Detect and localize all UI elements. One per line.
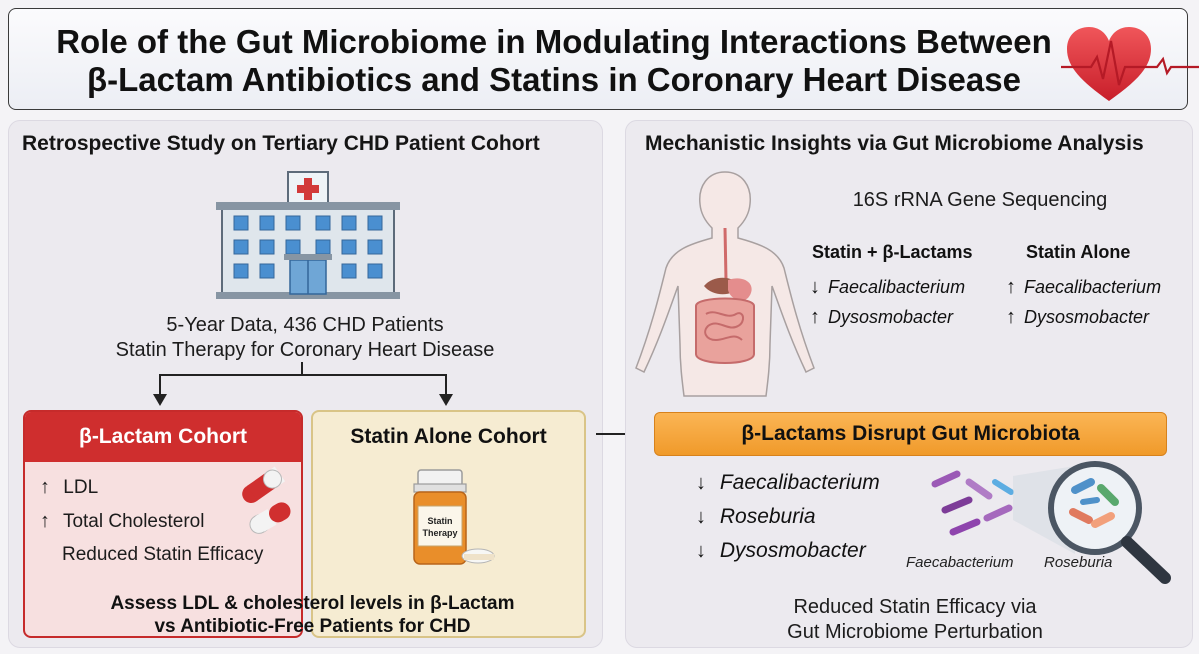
- down-arrow-icon: ↓: [696, 540, 706, 562]
- capsule-pills-icon: [242, 466, 291, 534]
- up-arrow-icon: ↑: [40, 476, 50, 498]
- down-arrow-icon: ↓: [810, 276, 820, 298]
- page-title: Role of the Gut Microbiome in Modulating…: [49, 23, 1059, 99]
- disrupt-microbiota-banner: β-Lactams Disrupt Gut Microbiota: [654, 412, 1167, 456]
- up-arrow-icon: ↑: [40, 510, 50, 532]
- heart-ecg-icon: [1061, 27, 1199, 101]
- up-arrow-icon: ↑: [1006, 276, 1016, 298]
- statin-alone-header: Statin Alone: [1026, 242, 1131, 262]
- beta-lactam-cohort-title: β-Lactam Cohort: [25, 412, 301, 462]
- ldl-increase-item: ↑ LDL: [40, 476, 99, 498]
- cholesterol-increase-item: ↑ Total Cholesterol: [40, 510, 205, 532]
- down-arrow-icon: ↓: [696, 506, 706, 528]
- magnifying-glass-bacteria-icon: [931, 461, 1171, 584]
- disrupted-dysosmobacter: ↓ Dysosmobacter: [696, 539, 866, 562]
- reduced-efficacy-item: Reduced Statin Efficacy: [62, 544, 264, 565]
- assessment-note: Assess LDL & cholesterol levels in β-Lac…: [40, 592, 585, 638]
- title-line-1: Role of the Gut Microbiome in Modulating…: [56, 23, 1052, 60]
- study-data-summary: 5-Year Data, 436 CHD Patients Statin The…: [100, 313, 510, 363]
- up-arrow-icon: ↑: [810, 306, 820, 328]
- assess-line-1: Assess LDL & cholesterol levels in β-Lac…: [110, 593, 515, 614]
- col2-dysosmobacter-increase: ↑Dysosmobacter: [1006, 306, 1150, 328]
- conclusion-text: Reduced Statin Efficacy via Gut Microbio…: [740, 595, 1090, 645]
- hospital-icon: [216, 171, 400, 299]
- disrupted-roseburia: ↓ Roseburia: [696, 505, 816, 528]
- magnifier-label-roseburia: Roseburia: [1044, 554, 1113, 571]
- study-therapy: Statin Therapy for Coronary Heart Diseas…: [115, 339, 495, 361]
- conclusion-line-1: Reduced Statin Efficacy via: [793, 596, 1037, 618]
- statin-plus-beta-lactams-header: Statin + β-Lactams: [812, 242, 973, 262]
- human-body-gut-icon: [635, 171, 815, 397]
- disrupted-faecalibacterium: ↓ Faecalibacterium: [696, 471, 880, 494]
- col1-faecalibacterium-decrease: ↓Faecalibacterium: [810, 276, 966, 298]
- bottle-label-therapy: Therapy: [422, 528, 457, 538]
- title-line-2: β-Lactam Antibiotics and Statins in Coro…: [87, 61, 1021, 98]
- col2-faecalibacterium-increase: ↑Faecalibacterium: [1006, 276, 1162, 298]
- statin-alone-cohort-title: Statin Alone Cohort: [350, 425, 547, 448]
- bottle-label-statin: Statin: [427, 516, 452, 526]
- study-duration-and-size: 5-Year Data, 436 CHD Patients: [166, 314, 444, 336]
- conclusion-line-2: Gut Microbiome Perturbation: [787, 621, 1043, 643]
- up-arrow-icon: ↑: [1006, 306, 1016, 328]
- down-arrow-icon: ↓: [696, 472, 706, 494]
- sequencing-method: 16S rRNA Gene Sequencing: [852, 189, 1108, 211]
- magnifier-label-faecabacterium: Faecabacterium: [906, 554, 1014, 571]
- right-panel-heading: Mechanistic Insights via Gut Microbiome …: [645, 132, 1144, 155]
- pill-bottle-icon: Statin Therapy: [413, 469, 495, 565]
- col1-dysosmobacter-increase: ↑Dysosmobacter: [810, 306, 954, 328]
- left-panel-heading: Retrospective Study on Tertiary CHD Pati…: [22, 132, 540, 155]
- title-banner: Role of the Gut Microbiome in Modulating…: [8, 8, 1199, 110]
- assess-line-2: vs Antibiotic-Free Patients for CHD: [154, 616, 471, 637]
